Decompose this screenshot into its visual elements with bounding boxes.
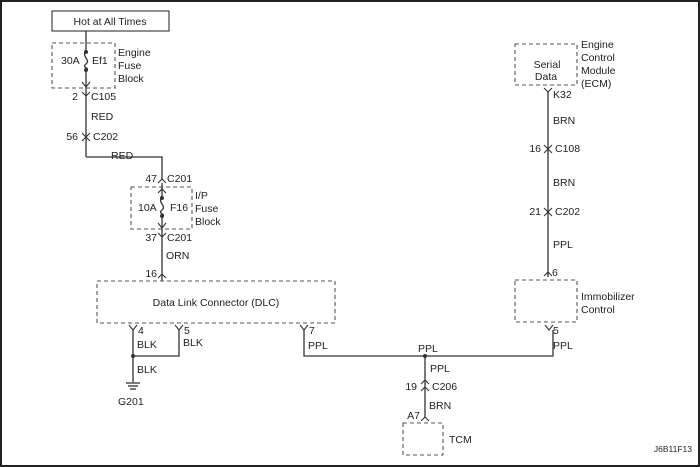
tcm-a7-symbol — [420, 416, 430, 422]
immobilizer-label-2: Control — [581, 304, 615, 316]
ecm-label-1: Engine — [581, 39, 614, 51]
ip-fuse-block-label-2: Fuse — [195, 203, 219, 215]
dlc-pin7-symbol — [299, 324, 309, 331]
fuse-ef1-symbol — [83, 51, 89, 71]
c206-name: C206 — [432, 381, 457, 393]
wire-color-ppl-immo5: PPL — [553, 340, 573, 352]
wire-color-brn-2: BRN — [553, 177, 575, 189]
dlc-pin5-symbol — [174, 324, 184, 331]
wire-color-blk-3: BLK — [137, 364, 157, 376]
ecm-label-2: Control — [581, 52, 615, 64]
ip-fuse-block-label-1: I/P — [195, 190, 208, 202]
c201-out-name: C201 — [167, 232, 192, 244]
engine-fuse-block-label-1: Engine — [118, 47, 151, 59]
dlc-pin5-label: 5 — [184, 325, 190, 337]
c201-in-pin: 47 — [145, 173, 157, 185]
wire-color-brn-tcm: BRN — [429, 400, 451, 412]
power-source-label: Hot at All Times — [74, 16, 147, 28]
terminal-arrow — [157, 188, 167, 194]
tcm-box — [402, 422, 444, 456]
tcm-a7-label: A7 — [407, 410, 420, 422]
wire-color-ppl-bus: PPL — [418, 343, 438, 355]
immo-pin5-symbol — [544, 324, 554, 331]
c105-name: C105 — [91, 91, 116, 103]
wire-color-ppl-down: PPL — [430, 363, 450, 375]
wire-color-brn-1: BRN — [553, 115, 575, 127]
fuse-f16-symbol — [159, 197, 165, 217]
ground-icon — [126, 382, 140, 390]
c206-pin: 19 — [405, 381, 417, 393]
ground-label: G201 — [118, 396, 144, 408]
ecm-inner-label-2: Data — [535, 71, 557, 83]
immo-pin5-label: 5 — [553, 325, 559, 337]
wire-color-ppl-dlc: PPL — [308, 340, 328, 352]
fuse-ef1-rating: 30A — [61, 55, 80, 67]
c202-left-pin: 56 — [66, 131, 78, 143]
ecm-k32-label: K32 — [553, 89, 572, 101]
ecm-label-3: Module — [581, 65, 616, 77]
c108-pin: 16 — [529, 143, 541, 155]
immobilizer-label-1: Immobilizer — [581, 291, 635, 303]
fuse-f16-name: F16 — [170, 202, 188, 214]
dlc-pin4-symbol — [128, 324, 138, 331]
ip-fuse-block-label-3: Block — [195, 216, 221, 228]
connector-c201-in-symbol — [157, 178, 167, 184]
wire-blk-pin5 — [133, 330, 180, 357]
wire-red-to-c201 — [86, 156, 163, 180]
connector-c105-symbol — [81, 91, 91, 97]
wire-color-red-1: RED — [91, 111, 114, 123]
immo-pin6-label: 6 — [552, 267, 558, 279]
connector-c108-symbol-bottom — [543, 148, 553, 154]
c105-pin: 2 — [72, 91, 78, 103]
tcm-label: TCM — [449, 434, 472, 446]
wire-color-ppl-immo: PPL — [553, 239, 573, 251]
c202-right-pin: 21 — [529, 206, 541, 218]
dlc-pin16-label: 16 — [145, 268, 157, 280]
wire-ppl-bus — [303, 330, 554, 357]
ecm-inner-label-1: Serial — [534, 59, 561, 71]
dlc-label: Data Link Connector (DLC) — [153, 297, 280, 309]
c202-left-name: C202 — [93, 131, 118, 143]
dlc-pin4-label: 4 — [138, 325, 144, 337]
wire-color-blk-1: BLK — [137, 339, 157, 351]
connector-c202-right-symbol-bottom — [543, 211, 553, 217]
dlc-pin16-symbol — [157, 273, 167, 279]
connector-c206-symbol-top — [420, 379, 430, 385]
wire-color-blk-2: BLK — [183, 337, 203, 349]
dlc-box — [96, 280, 336, 324]
engine-fuse-block-box — [51, 42, 116, 89]
terminal-arrow — [157, 222, 167, 229]
connector-c206-symbol-bottom — [420, 386, 430, 392]
c108-name: C108 — [555, 143, 580, 155]
immobilizer-box — [514, 279, 578, 323]
wire-color-orn: ORN — [166, 250, 189, 262]
connector-c202-left-symbol-bottom — [81, 136, 91, 142]
ecm-label-4: (ECM) — [581, 78, 611, 90]
ecm-k32-symbol — [543, 87, 553, 93]
immo-pin6-symbol — [543, 271, 553, 277]
c201-in-name: C201 — [167, 173, 192, 185]
splice-ground — [131, 354, 135, 358]
fuse-ef1-name: Ef1 — [92, 55, 108, 67]
connector-c201-out-symbol — [157, 232, 167, 238]
c201-out-pin: 37 — [145, 232, 157, 244]
wire-color-red-2: RED — [111, 150, 134, 162]
ecm-box — [514, 43, 578, 86]
power-source-box — [51, 10, 170, 32]
figure-id: J6B11F13 — [654, 444, 692, 454]
dlc-pin7-label: 7 — [309, 325, 315, 337]
engine-fuse-block-label-2: Fuse — [118, 60, 142, 72]
fuse-f16-rating: 10A — [138, 202, 157, 214]
c202-right-name: C202 — [555, 206, 580, 218]
terminal-arrow — [81, 81, 91, 88]
engine-fuse-block-label-3: Block — [118, 73, 144, 85]
